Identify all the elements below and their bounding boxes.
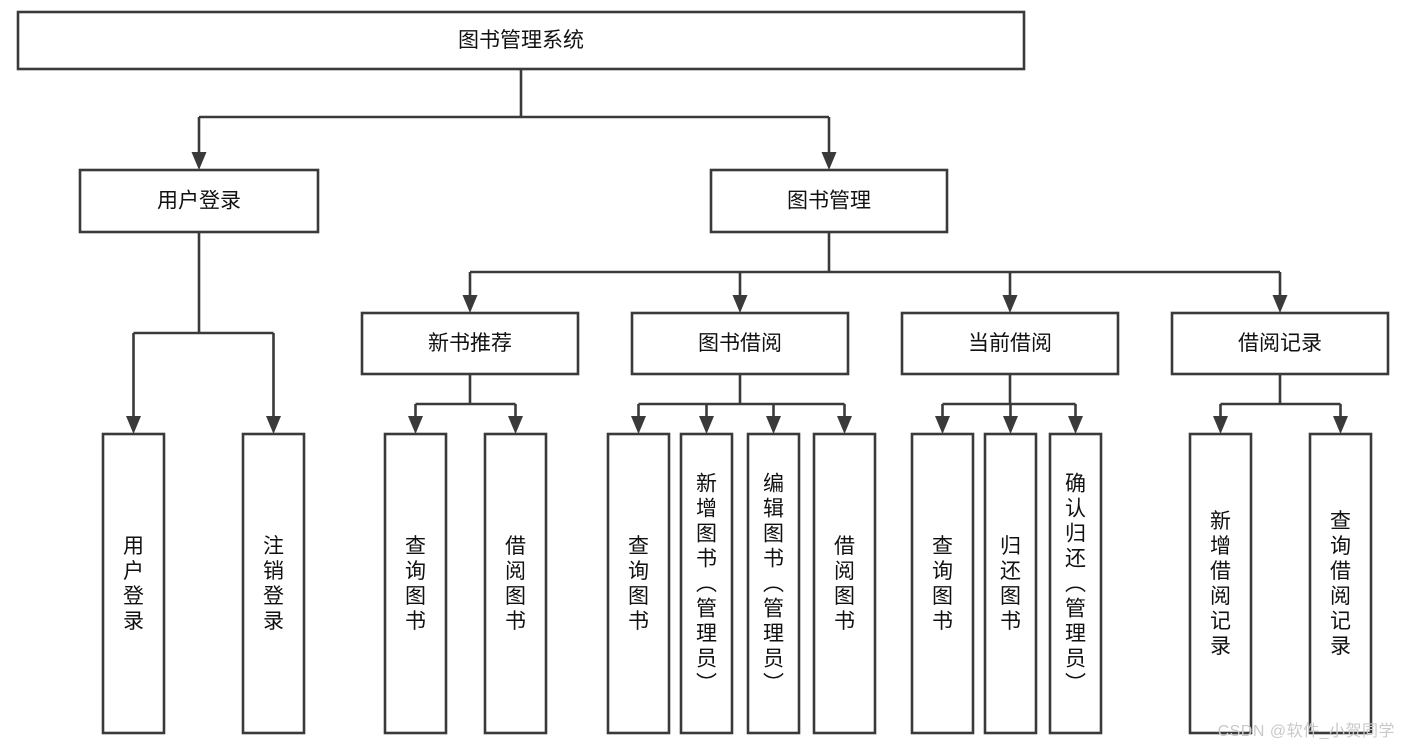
node-box[interactable] [78,168,320,234]
connector-group [935,374,1083,434]
node-l-bo-borrow[interactable]: 借阅图书 [812,432,877,735]
connector-group [1213,374,1348,434]
node-label: 当前借阅 [968,332,1052,355]
node-l-bo-query[interactable]: 查询图书 [606,432,671,735]
node-box[interactable] [1048,432,1103,735]
node-label: 新增图书︵管理员︶ [696,473,717,696]
node-box[interactable] [606,432,671,735]
node-l-cur-confirm[interactable]: 确认归还︵管理员︶ [1048,432,1103,735]
connector-group [126,232,281,434]
node-box[interactable] [983,432,1038,735]
connector-group [191,69,837,170]
node-label: 归还图书 [1000,535,1021,633]
node-label: 借阅图书 [505,535,526,633]
connector-group [462,232,1288,313]
node-l-user-logout[interactable]: 注销登录 [241,432,306,735]
node-label: 编辑图书︵管理员︶ [763,473,784,696]
node-label: 图书管理系统 [458,29,584,52]
node-l-user-login[interactable]: 用户登录 [101,432,166,735]
node-box[interactable] [1308,432,1373,735]
connector-group [631,374,852,434]
node-box[interactable] [679,432,734,735]
node-l-bo-edit[interactable]: 编辑图书︵管理员︶ [746,432,801,735]
node-n-user-login[interactable]: 用户登录 [78,168,320,234]
node-box[interactable] [101,432,166,735]
node-box[interactable] [1188,432,1253,735]
node-label: 图书借阅 [698,332,782,355]
node-l-cur-query[interactable]: 查询图书 [910,432,975,735]
node-box[interactable] [746,432,801,735]
node-label: 查询图书 [932,535,953,633]
node-l-rec-borrow[interactable]: 借阅图书 [483,432,548,735]
watermark-label: CSDN @软件_小贺同学 [1217,723,1395,740]
nodes-layer: 图书管理系统用户登录图书管理新书推荐图书借阅当前借阅借阅记录用户登录注销登录查询… [16,10,1390,735]
node-n-record[interactable]: 借阅记录 [1170,311,1390,376]
node-box[interactable] [709,168,949,234]
node-label: 用户登录 [157,190,241,213]
node-box[interactable] [241,432,306,735]
node-label: 确认归还︵管理员︶ [1065,473,1086,696]
node-n-borrow[interactable]: 图书借阅 [630,311,850,376]
node-label: 查询图书 [405,535,426,633]
node-box[interactable] [16,10,1026,71]
node-box[interactable] [910,432,975,735]
node-n-book-mgmt[interactable]: 图书管理 [709,168,949,234]
node-n-new-rec[interactable]: 新书推荐 [360,311,580,376]
node-l-bo-add[interactable]: 新增图书︵管理员︶ [679,432,734,735]
node-label: 新书推荐 [428,332,512,355]
node-label: 注销登录 [263,535,284,633]
node-label: 用户登录 [123,535,144,633]
node-n-current[interactable]: 当前借阅 [900,311,1120,376]
node-box[interactable] [483,432,548,735]
node-label: 借阅记录 [1238,332,1322,355]
node-label: 查询借阅记录 [1330,510,1351,658]
node-box[interactable] [1170,311,1390,376]
connector-group [408,374,523,434]
node-root[interactable]: 图书管理系统 [16,10,1026,71]
node-box[interactable] [360,311,580,376]
node-label: 图书管理 [787,190,871,213]
node-label: 查询图书 [628,535,649,633]
node-l-rc-query[interactable]: 查询借阅记录 [1308,432,1373,735]
node-box[interactable] [812,432,877,735]
node-label: 借阅图书 [834,535,855,633]
connectors-layer [126,69,1348,434]
node-l-rc-add[interactable]: 新增借阅记录 [1188,432,1253,735]
node-box[interactable] [630,311,850,376]
node-box[interactable] [900,311,1120,376]
node-l-cur-return[interactable]: 归还图书 [983,432,1038,735]
node-label: 新增借阅记录 [1210,510,1231,658]
node-l-rec-query[interactable]: 查询图书 [383,432,448,735]
node-box[interactable] [383,432,448,735]
